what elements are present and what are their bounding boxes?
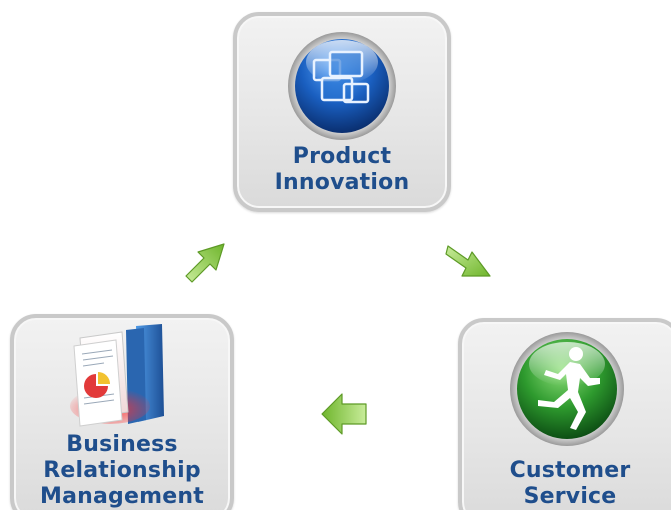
label-line: Relationship xyxy=(43,458,201,483)
product-innovation-label: Product Innovation xyxy=(237,144,447,196)
label-line: Customer xyxy=(509,458,631,483)
label-line: Innovation xyxy=(274,170,410,195)
runner-icon xyxy=(508,330,626,452)
label-line: Product xyxy=(292,144,392,169)
product-innovation-card: Product Innovation xyxy=(233,12,451,212)
windows-globe-icon xyxy=(286,30,398,146)
label-line: Management xyxy=(40,484,204,509)
arrow-business-to-product-icon xyxy=(185,243,225,283)
arrow-customer-to-business-icon xyxy=(321,393,367,435)
customer-service-label: Customer Service xyxy=(462,458,671,510)
binder-report-icon xyxy=(66,320,182,434)
arrow-product-to-customer-icon xyxy=(445,245,491,277)
customer-service-card: Customer Service xyxy=(458,318,671,510)
label-line: Service xyxy=(523,484,617,509)
label-line: Business xyxy=(66,432,178,457)
business-relationship-management-label: Business Relationship Management xyxy=(14,432,230,510)
business-relationship-management-card: Business Relationship Management xyxy=(10,314,234,510)
